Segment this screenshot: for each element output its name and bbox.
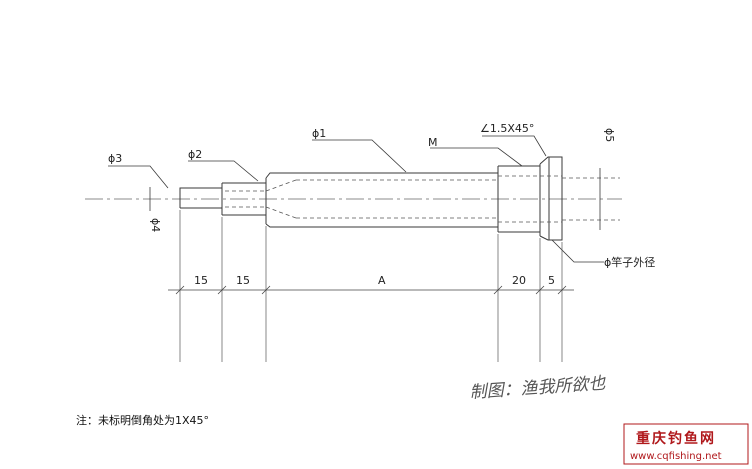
dimension-d2: 15 — [236, 274, 250, 287]
label-m: M — [428, 136, 438, 149]
watermark-url: www.cqfishing.net — [630, 451, 722, 462]
label-phi5: ϕ5 — [603, 128, 616, 142]
dimension-d5: 5 — [548, 274, 555, 287]
dimension-d1: 15 — [194, 274, 208, 287]
label-phi1: ϕ1 — [312, 127, 326, 140]
signature: 制图：渔我所欲也 — [469, 373, 607, 403]
part-outline — [179, 156, 563, 241]
dimension-d4: 20 — [512, 274, 526, 287]
hidden-bore — [225, 175, 620, 223]
drawing-note: 注：未标明倒角处为1X45° — [76, 413, 209, 427]
watermark-title: 重庆钓鱼网 — [636, 430, 716, 447]
label-phi3: ϕ3 — [108, 152, 122, 165]
label-chamfer: ∠1.5X45° — [480, 122, 534, 135]
watermark: 重庆钓鱼网 www.cqfishing.net — [623, 423, 749, 465]
label-phi2: ϕ2 — [188, 148, 202, 161]
label-phi4: ϕ4 — [149, 218, 162, 232]
label-rod-od: ϕ竿子外径 — [604, 255, 655, 269]
leader-lines — [108, 135, 604, 263]
dimension-d3: A — [378, 274, 386, 287]
dimension-line — [168, 285, 574, 295]
